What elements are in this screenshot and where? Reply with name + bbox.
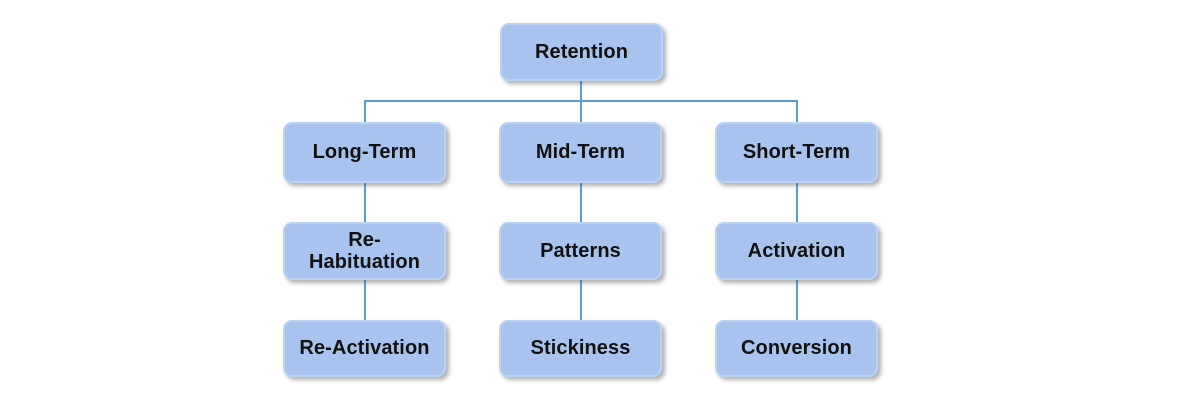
node-label: Re- Habituation (308, 228, 421, 273)
node-label: Long-Term (312, 141, 417, 164)
node-short-term[interactable]: Short-Term (715, 122, 878, 183)
connector-long-term-to-re-habituation (364, 183, 366, 223)
node-label: Mid-Term (535, 141, 626, 164)
node-long-term[interactable]: Long-Term (283, 122, 446, 183)
node-mid-term[interactable]: Mid-Term (499, 122, 662, 183)
connector-bus-to-mid-term (580, 100, 582, 123)
node-re-habituation[interactable]: Re- Habituation (283, 222, 446, 280)
node-label: Stickiness (530, 337, 631, 360)
node-label: Activation (747, 239, 846, 262)
connector-patterns-to-stickiness (580, 280, 582, 321)
node-label: Patterns (540, 239, 621, 262)
node-activation[interactable]: Activation (715, 222, 878, 280)
node-label: Conversion (740, 337, 853, 360)
node-conversion[interactable]: Conversion (715, 320, 878, 377)
node-re-activation[interactable]: Re-Activation (283, 320, 446, 377)
node-patterns[interactable]: Patterns (499, 222, 662, 280)
connector-mid-term-to-patterns (580, 183, 582, 223)
connector-root-stem (580, 80, 582, 102)
node-label: Short-Term (742, 141, 851, 164)
connector-activation-to-conversion (796, 280, 798, 321)
node-retention[interactable]: Retention (500, 23, 663, 81)
node-label: Retention (534, 40, 629, 63)
node-stickiness[interactable]: Stickiness (499, 320, 662, 377)
node-label: Re-Activation (299, 337, 430, 360)
connector-short-term-to-activation (796, 183, 798, 223)
connector-re-habituation-to-re-activation (364, 280, 366, 321)
connector-bus-to-short-term (796, 100, 798, 123)
connector-bus-to-long-term (364, 100, 366, 123)
